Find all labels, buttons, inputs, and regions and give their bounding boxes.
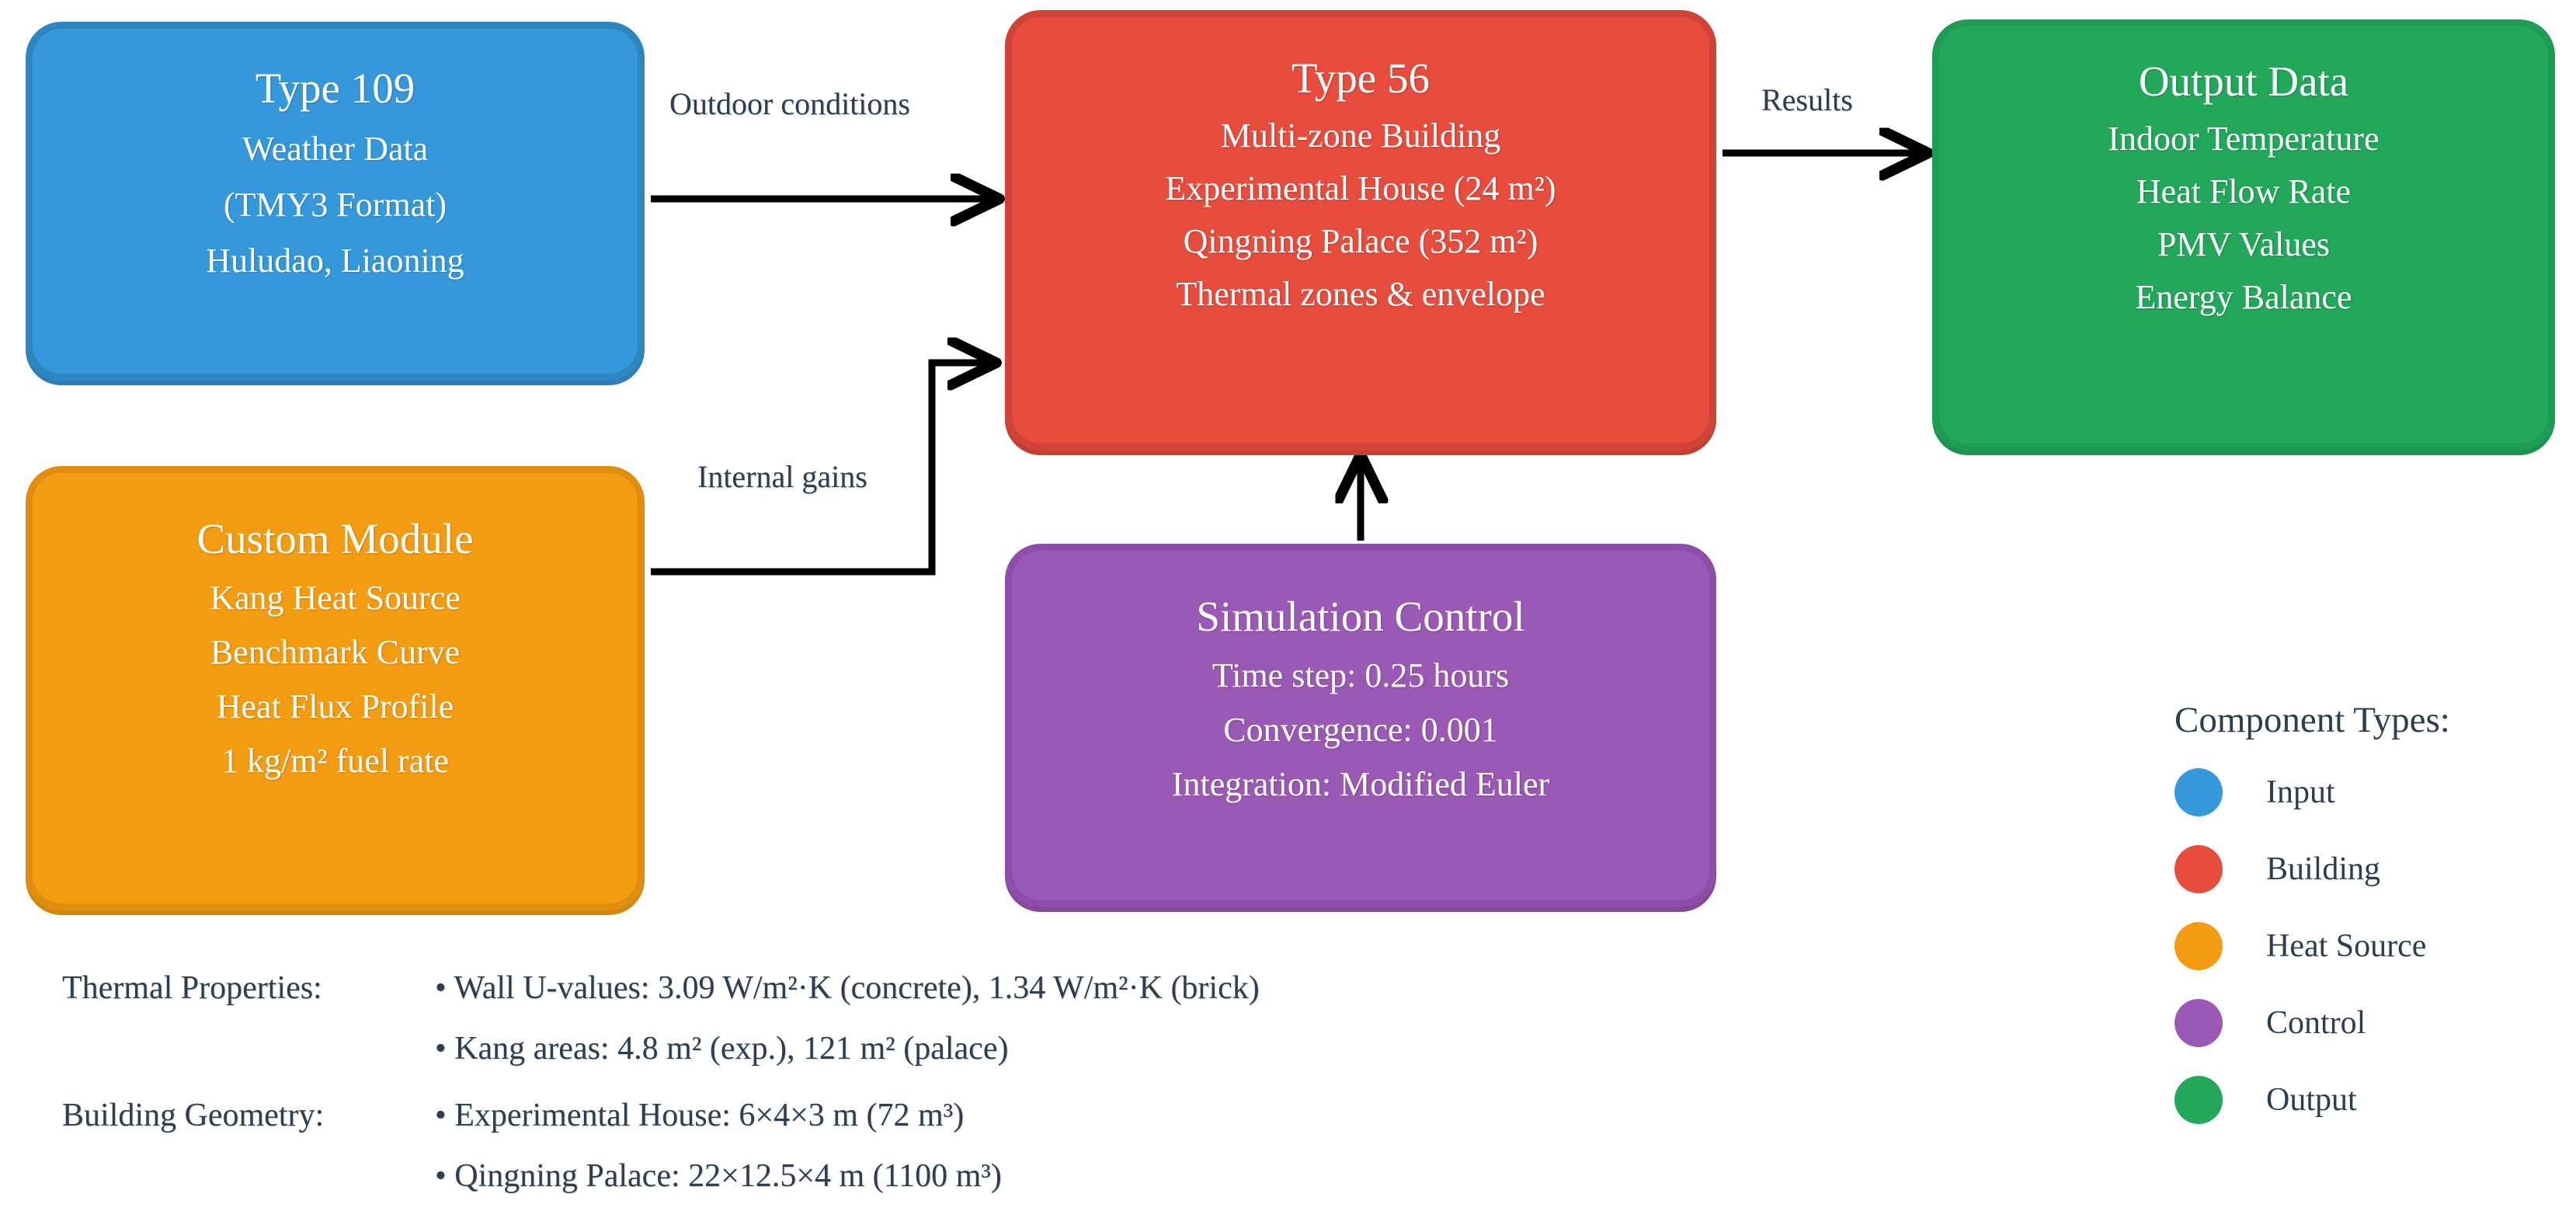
spec-item: • Wall U-values: 3.09 W/m²·K (concrete),… [435, 970, 1260, 1006]
legend-item-label: Control [2266, 1004, 2366, 1041]
specifications-block: Thermal Properties: • Wall U-values: 3.0… [62, 969, 1260, 1218]
node-output-data[interactable]: Output Data Indoor Temperature Heat Flow… [1932, 19, 2555, 451]
legend-item-output: Output [2174, 1061, 2563, 1138]
legend-swatch-icon [2174, 767, 2223, 816]
spec-item: • Kang areas: 4.8 m² (exp.), 121 m² (pal… [435, 1031, 1009, 1067]
node-detail-line: Integration: Modified Euler [1171, 765, 1550, 804]
spec-item-list: • Experimental House: 6×4×3 m (72 m³) • … [435, 1097, 1002, 1218]
spec-item: • Experimental House: 6×4×3 m (72 m³) [435, 1098, 965, 1133]
node-title: Simulation Control [1196, 593, 1525, 640]
node-detail-line: PMV Values [2157, 225, 2331, 264]
node-custom-module[interactable]: Custom Module Kang Heat Source Benchmark… [26, 466, 645, 910]
legend-title: Component Types: [2174, 700, 2450, 740]
node-title: Custom Module [196, 515, 474, 562]
node-detail-line: Huludao, Liaoning [206, 242, 464, 280]
legend-item-label: Input [2266, 774, 2335, 810]
legend-item-label: Heat Source [2266, 927, 2427, 964]
node-detail-line: Heat Flux Profile [216, 687, 454, 726]
node-type-109[interactable]: Type 109 Weather Data (TMY3 Format) Hulu… [26, 22, 645, 381]
spec-item: • Qingning Palace: 22×12.5×4 m (1100 m³) [435, 1158, 1002, 1194]
node-detail-line: Multi-zone Building [1220, 116, 1501, 155]
spec-group-building-geometry: Building Geometry: • Experimental House:… [62, 1097, 1260, 1218]
legend-swatch-icon [2174, 921, 2223, 970]
node-detail-line: Time step: 0.25 hours [1212, 656, 1510, 694]
legend-item-heat-source: Heat Source [2174, 907, 2563, 984]
node-detail-line: Kang Heat Source [210, 578, 461, 617]
node-detail-line: Weather Data [242, 129, 429, 168]
edge-label-outdoor-conditions: Outdoor conditions [669, 86, 910, 121]
legend-swatch-icon [2174, 1075, 2223, 1124]
node-detail-line: Heat Flow Rate [2136, 172, 2352, 211]
legend-item-building: Building [2174, 830, 2563, 907]
legend-item-label: Building [2266, 851, 2381, 887]
node-detail-line: (TMY3 Format) [223, 185, 447, 224]
node-simulation-control[interactable]: Simulation Control Time step: 0.25 hours… [1005, 544, 1716, 907]
legend: Component Types: Input Building Heat Sou… [2174, 699, 2563, 1138]
legend-swatch-icon [2174, 998, 2223, 1047]
node-detail-line: Qingning Palace (352 m²) [1183, 222, 1538, 261]
node-detail-line: Energy Balance [2135, 278, 2352, 317]
node-title: Output Data [2138, 57, 2349, 105]
edge-label-results: Results [1761, 82, 1853, 117]
node-detail-line: 1 kg/m² fuel rate [221, 742, 449, 781]
spec-heading: Building Geometry: [62, 1098, 325, 1133]
node-detail-line: Indoor Temperature [2108, 119, 2380, 158]
spec-heading: Thermal Properties: [62, 970, 322, 1006]
node-title: Type 56 [1291, 54, 1430, 102]
node-detail-line: Benchmark Curve [210, 632, 461, 671]
spec-item-list: • Wall U-values: 3.09 W/m²·K (concrete),… [435, 969, 1260, 1091]
edge-label-internal-gains: Internal gains [697, 459, 867, 494]
legend-item-label: Output [2266, 1081, 2357, 1118]
legend-item-control: Control [2174, 984, 2563, 1061]
node-title: Type 109 [255, 64, 415, 112]
node-type-56[interactable]: Type 56 Multi-zone Building Experimental… [1005, 10, 1716, 451]
legend-swatch-icon [2174, 844, 2223, 893]
node-detail-line: Convergence: 0.001 [1223, 710, 1498, 749]
legend-item-input: Input [2174, 753, 2563, 830]
spec-group-thermal-properties: Thermal Properties: • Wall U-values: 3.0… [62, 969, 1260, 1091]
node-detail-line: Experimental House (24 m²) [1165, 169, 1556, 207]
node-detail-line: Thermal zones & envelope [1176, 275, 1545, 314]
